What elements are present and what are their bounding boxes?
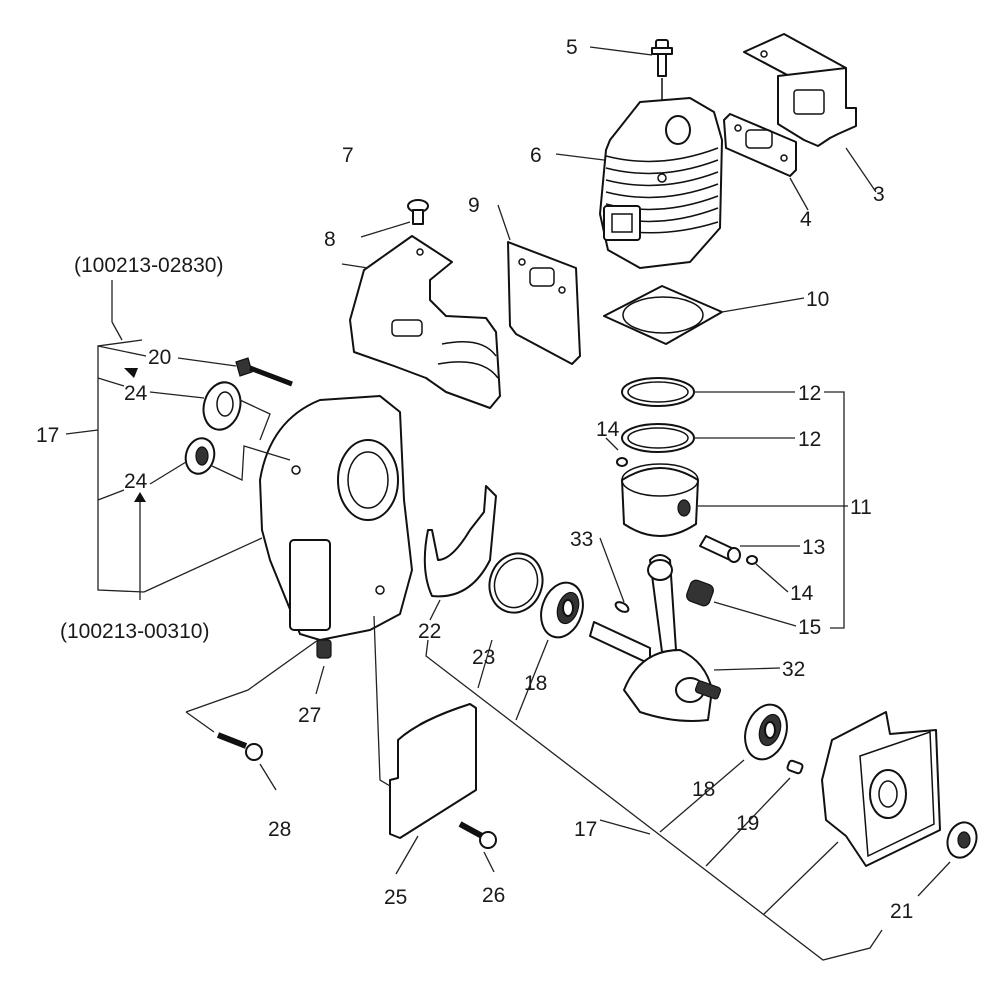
part-24-oil-seal-upper[interactable] bbox=[198, 378, 245, 434]
part-17-crankcase-left[interactable] bbox=[259, 395, 413, 641]
label-25: 25 bbox=[384, 886, 407, 909]
part-19-dowel-pin[interactable] bbox=[786, 759, 804, 775]
assembly-ref-lower: (100213-00310) bbox=[60, 620, 209, 643]
label-21: 21 bbox=[890, 900, 913, 923]
label-26: 26 bbox=[482, 884, 505, 907]
part-25-cover[interactable] bbox=[389, 703, 477, 839]
label-4: 4 bbox=[800, 208, 812, 231]
part-7-screw[interactable] bbox=[407, 199, 429, 225]
label-33: 33 bbox=[570, 528, 593, 551]
arrow-down-icon bbox=[124, 368, 138, 378]
part-21-oil-seal[interactable] bbox=[943, 818, 982, 861]
part-9-insulator[interactable] bbox=[507, 241, 581, 365]
label-3: 3 bbox=[873, 183, 885, 206]
part-26-bolt[interactable] bbox=[458, 821, 497, 849]
label-6: 6 bbox=[530, 144, 542, 167]
part-32-crankshaft[interactable] bbox=[589, 554, 722, 722]
label-12b: 12 bbox=[798, 428, 821, 451]
part-15-needle-bearing[interactable] bbox=[685, 579, 715, 608]
label-13: 13 bbox=[802, 536, 825, 559]
part-17-crankcase-right[interactable] bbox=[821, 711, 941, 867]
label-9: 9 bbox=[468, 194, 480, 217]
label-20: 20 bbox=[148, 346, 171, 369]
part-18-bearing-lower[interactable] bbox=[738, 699, 793, 765]
label-7: 7 bbox=[342, 144, 354, 167]
label-12a: 12 bbox=[798, 382, 821, 405]
part-4-gasket[interactable] bbox=[723, 113, 797, 177]
arrow-up-icon bbox=[134, 492, 146, 502]
label-17a: 17 bbox=[36, 424, 59, 447]
label-18b: 18 bbox=[692, 778, 715, 801]
part-20-stud-bolt[interactable] bbox=[235, 357, 293, 387]
part-28-bolt[interactable] bbox=[216, 732, 263, 761]
part-12-ring-lower[interactable] bbox=[621, 423, 695, 453]
part-13-piston-pin[interactable] bbox=[699, 535, 741, 563]
label-24a: 24 bbox=[124, 382, 148, 405]
label-11: 11 bbox=[850, 496, 872, 519]
label-24b: 24 bbox=[124, 470, 148, 493]
label-15: 15 bbox=[798, 616, 821, 639]
leader-lines bbox=[65, 46, 951, 961]
label-18a: 18 bbox=[524, 672, 547, 695]
callout-labels: 5 6 3 4 7 9 8 10 12 12 14 11 13 14 15 33… bbox=[36, 36, 913, 923]
part-18-bearing-upper[interactable] bbox=[534, 577, 589, 643]
part-6-cylinder[interactable] bbox=[599, 97, 723, 269]
label-14b: 14 bbox=[790, 582, 814, 605]
part-14-circlip-right[interactable] bbox=[746, 555, 758, 565]
part-33-key[interactable] bbox=[614, 600, 630, 614]
part-14-circlip-left[interactable] bbox=[616, 457, 628, 467]
part-24-oil-seal-lower[interactable] bbox=[182, 435, 218, 477]
label-32: 32 bbox=[782, 658, 805, 681]
label-27: 27 bbox=[298, 704, 321, 727]
part-27-nut[interactable] bbox=[316, 639, 332, 659]
label-14a: 14 bbox=[596, 418, 620, 441]
part-22-crankcase-gasket[interactable] bbox=[423, 485, 497, 598]
assembly-ref-upper: (100213-02830) bbox=[74, 254, 223, 277]
label-28: 28 bbox=[268, 818, 291, 841]
part-8-heat-shield[interactable] bbox=[349, 235, 501, 409]
label-19: 19 bbox=[736, 812, 759, 835]
label-10: 10 bbox=[806, 288, 829, 311]
part-5-bolt[interactable] bbox=[651, 39, 673, 172]
part-3-bracket[interactable] bbox=[743, 33, 857, 147]
label-5: 5 bbox=[566, 36, 578, 59]
label-22: 22 bbox=[418, 620, 441, 643]
part-23-retaining-ring[interactable] bbox=[481, 546, 550, 620]
part-10-gasket[interactable] bbox=[603, 285, 723, 345]
part-12-ring-upper[interactable] bbox=[621, 377, 695, 407]
label-23: 23 bbox=[472, 646, 495, 669]
part-11-piston[interactable] bbox=[621, 463, 699, 537]
label-8: 8 bbox=[324, 228, 336, 251]
label-17b: 17 bbox=[574, 818, 597, 841]
